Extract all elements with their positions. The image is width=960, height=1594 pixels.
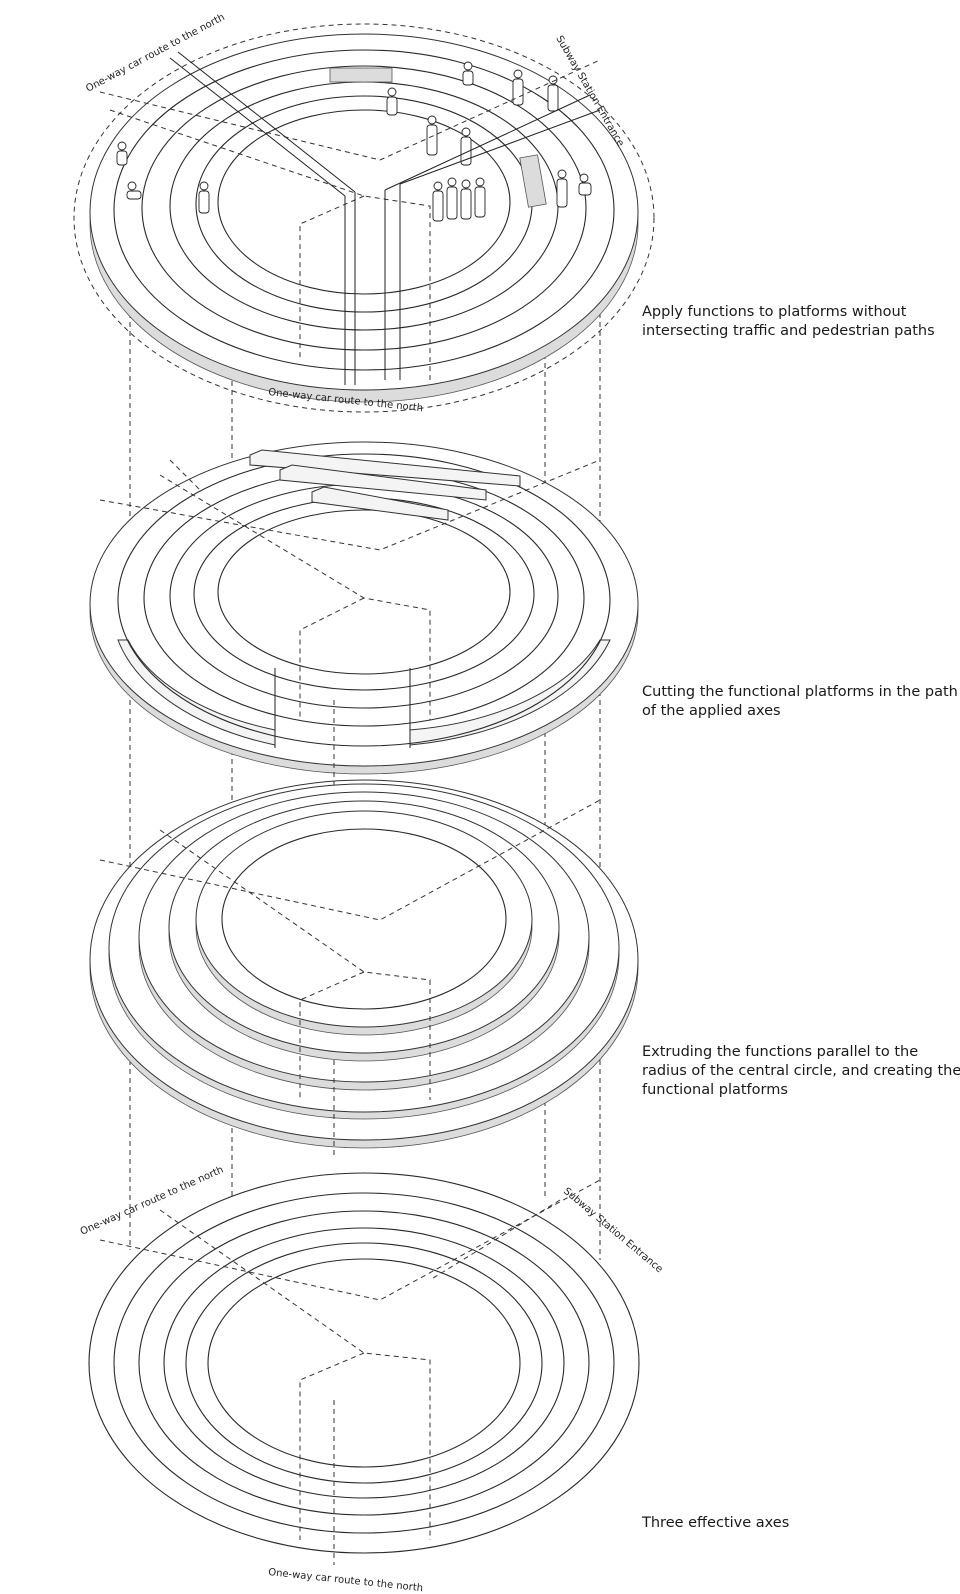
caption-apply-functions: Apply functions to platforms without int…	[642, 303, 942, 341]
caption-line: of the applied axes	[642, 703, 781, 719]
caption-line: radius of the central circle, and creati…	[642, 1063, 960, 1079]
level-cut	[89, 441, 639, 785]
caption-line: Apply functions to platforms without	[642, 304, 907, 320]
caption-line: Extruding the functions parallel to the	[642, 1044, 919, 1060]
level-applied: One-way car route to the north Subway St…	[73, 12, 655, 414]
label-car-route-bottom-bottom: One-way car route to the north	[268, 1567, 424, 1594]
axes-dashed	[99, 1179, 601, 1565]
label-car-route-bottom-left: One-way car route to the north	[79, 1164, 226, 1237]
label-subway-bottom: Subway Station Entrance	[561, 1186, 665, 1275]
routes	[99, 51, 601, 385]
axes-dashed-extruded	[99, 799, 601, 1155]
level-extruded	[89, 779, 639, 1155]
seating-panels	[329, 67, 547, 208]
caption-cutting-platforms: Cutting the functional platforms in the …	[642, 683, 958, 721]
caption-three-axes: Three effective axes	[642, 1514, 942, 1533]
axes-dashed-cut	[99, 459, 601, 785]
level-three-axes: One-way car route to the north Subway St…	[79, 1164, 665, 1594]
caption-line: Cutting the functional platforms in the …	[642, 684, 958, 700]
caption-line: intersecting traffic and pedestrian path…	[642, 323, 935, 339]
caption-extruding-functions: Extruding the functions parallel to the …	[642, 1043, 960, 1100]
caption-line: Three effective axes	[642, 1515, 790, 1531]
people-figures	[116, 61, 592, 222]
caption-line: functional platforms	[642, 1082, 788, 1098]
arc-platforms	[249, 449, 521, 521]
